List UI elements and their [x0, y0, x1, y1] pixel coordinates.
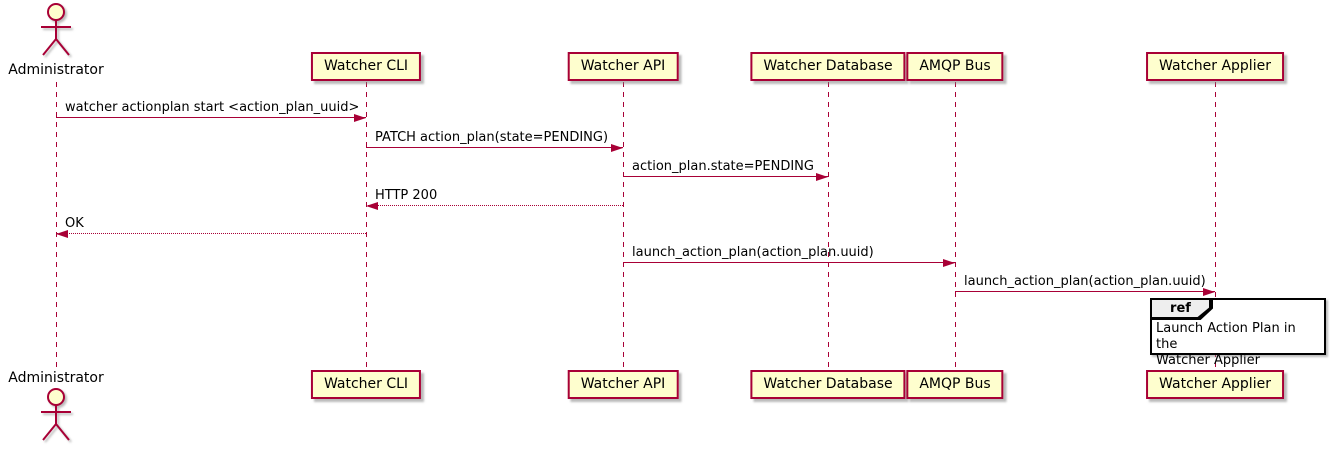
ref-text-line-2: Watcher Applier: [1156, 353, 1260, 368]
participant-box-watcher-cli-bottom: Watcher CLI: [310, 370, 422, 399]
message-4-arrowhead: [366, 202, 378, 210]
lifeline-amqp-bus: [955, 82, 956, 370]
lifeline-watcher-applier: [1215, 82, 1216, 370]
message-3-label: action_plan.state=PENDING: [632, 159, 814, 174]
actor-icon: [41, 388, 71, 441]
message-2-arrowhead: [611, 144, 623, 152]
participant-box-watcher-applier-bottom: Watcher Applier: [1146, 370, 1284, 399]
message-6-label: launch_action_plan(action_plan.uuid): [632, 245, 874, 260]
actor-label-administrator-bottom: Administrator: [8, 370, 104, 386]
participant-box-watcher-api-bottom: Watcher API: [567, 370, 679, 399]
ref-keyword: ref: [1152, 300, 1209, 317]
message-4-label: HTTP 200: [375, 188, 438, 203]
message-5-arrowhead: [56, 230, 68, 238]
message-5-label: OK: [65, 216, 84, 231]
lifeline-administrator: [56, 82, 57, 370]
participant-box-watcher-cli-top: Watcher CLI: [310, 52, 422, 81]
participant-box-watcher-database-bottom: Watcher Database: [750, 370, 906, 399]
message-6-arrowhead: [943, 259, 955, 267]
ref-tab: ref: [1151, 299, 1213, 320]
message-2-label: PATCH action_plan(state=PENDING): [375, 130, 609, 145]
participant-box-watcher-api-top: Watcher API: [567, 52, 679, 81]
participant-box-watcher-applier-top: Watcher Applier: [1146, 52, 1284, 81]
actor-icon: [41, 3, 71, 56]
participant-box-amqp-bus-bottom: AMQP Bus: [906, 370, 1004, 399]
lifeline-watcher-database: [828, 82, 829, 370]
message-7-arrowhead: [1203, 288, 1215, 296]
ref-fragment: ref Launch Action Plan in the Watcher Ap…: [1150, 298, 1326, 368]
participant-box-watcher-database-top: Watcher Database: [750, 52, 906, 81]
message-7-label: launch_action_plan(action_plan.uuid): [964, 274, 1206, 289]
lifeline-watcher-api: [623, 82, 624, 370]
message-3-line: [623, 176, 828, 177]
message-3-arrowhead: [816, 173, 828, 181]
message-1-line: [56, 117, 366, 118]
message-1-label: watcher actionplan start <action_plan_uu…: [65, 100, 360, 115]
message-5-line: [56, 233, 366, 234]
message-1-arrowhead: [354, 114, 366, 122]
actor-label-administrator-top: Administrator: [8, 62, 104, 78]
message-2-line: [366, 147, 623, 148]
message-7-line: [955, 291, 1215, 292]
actor-figure-administrator-top: [36, 2, 76, 62]
lifeline-watcher-cli: [366, 82, 367, 370]
message-6-line: [623, 262, 955, 263]
message-4-line: [366, 205, 623, 206]
actor-figure-administrator-bottom: [36, 387, 76, 447]
ref-body: Launch Action Plan in the Watcher Applie…: [1152, 321, 1324, 369]
ref-text-line-1: Launch Action Plan in the: [1156, 321, 1296, 352]
participant-box-amqp-bus-top: AMQP Bus: [906, 52, 1004, 81]
